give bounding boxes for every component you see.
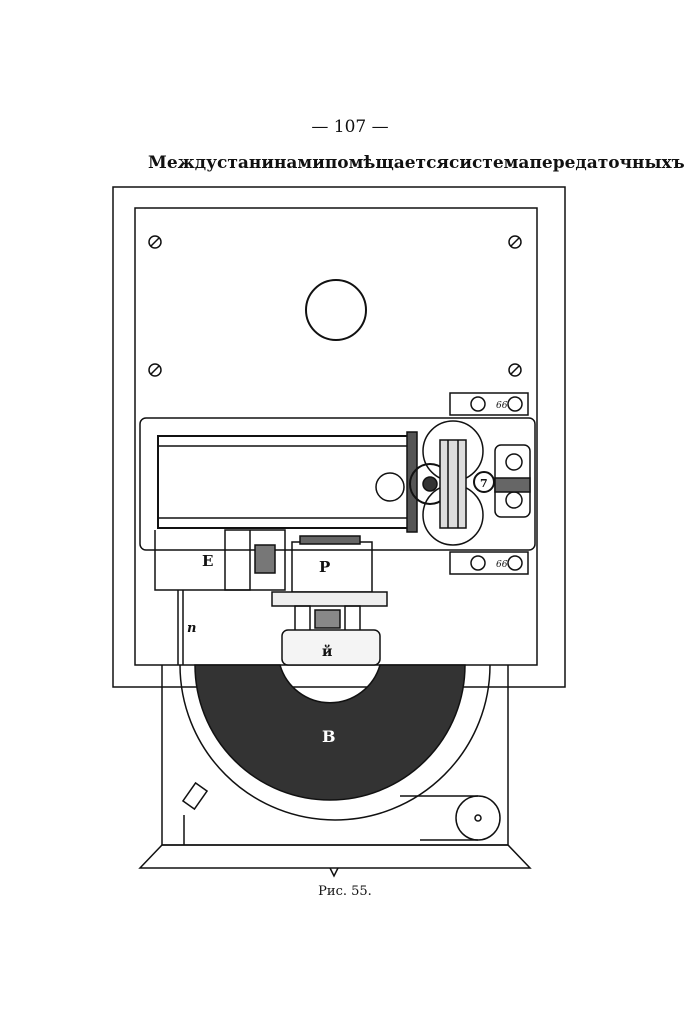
label-n: n: [187, 621, 196, 636]
word: система: [448, 153, 530, 173]
label-p: P: [319, 558, 330, 576]
bottom-plate: [449, 551, 529, 575]
label-66-top: 66: [496, 401, 508, 411]
plate-hole: [305, 279, 367, 341]
screw-icons: [148, 235, 522, 377]
outer-frame: [112, 186, 566, 688]
body-text-line: Между станинами помѣщается система перед…: [148, 153, 685, 173]
figure-caption: Рис. 55.: [318, 884, 372, 899]
paper-roll-b: [194, 664, 466, 801]
label-e: E: [202, 552, 213, 570]
base: [138, 844, 532, 869]
hub-i: [281, 629, 381, 666]
page-number: — 107 —: [311, 117, 389, 137]
block-e: [154, 530, 251, 591]
word: Между: [148, 153, 218, 173]
spool-housing: [179, 664, 491, 821]
label-b: B: [322, 727, 336, 746]
word: станинами: [217, 153, 325, 173]
word: помѣщается: [324, 153, 449, 173]
drum: [157, 435, 409, 529]
word: передаточныхъ: [529, 153, 685, 173]
label-i: й: [322, 643, 332, 660]
label-66-bottom: 66: [496, 560, 508, 570]
top-plate: [449, 392, 529, 416]
mechanism-housing: [139, 417, 536, 551]
label-7: 7: [480, 477, 488, 490]
